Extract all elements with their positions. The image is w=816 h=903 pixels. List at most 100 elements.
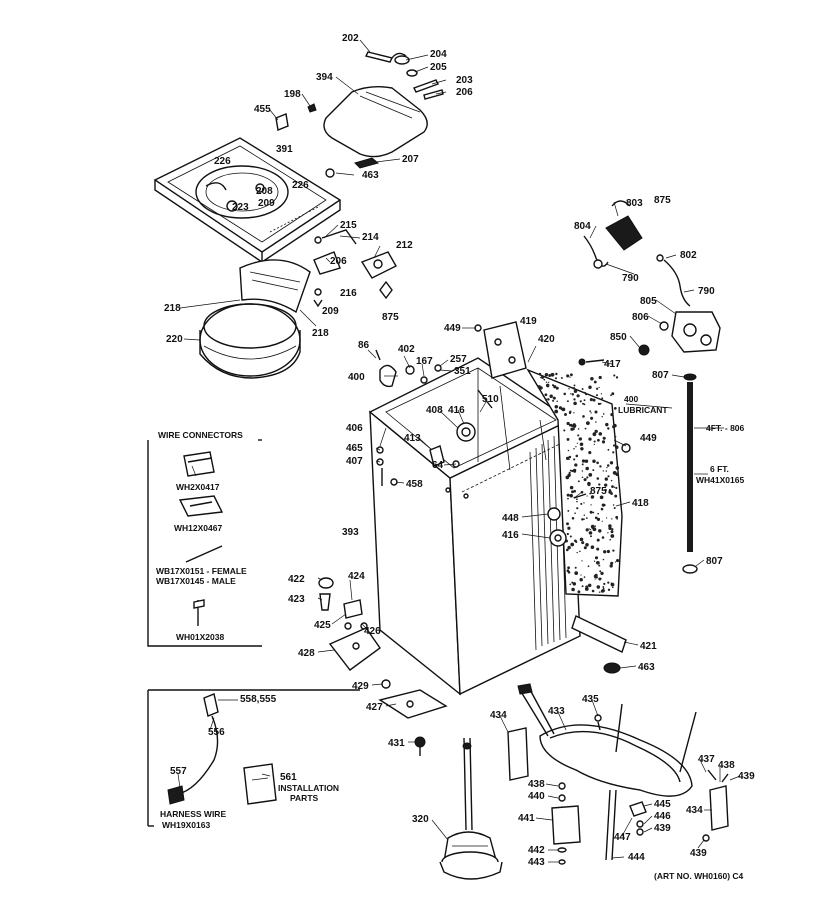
insulation-speck	[611, 528, 614, 531]
insulation-speck	[581, 388, 584, 390]
callout-86: 86	[358, 340, 370, 351]
insulation-speck	[547, 385, 549, 388]
insulation-speck	[554, 409, 559, 414]
insulation-speck	[548, 381, 550, 383]
insulation-speck	[579, 550, 581, 553]
insulation-speck	[572, 423, 576, 427]
lubricant-number: 400	[624, 394, 638, 404]
insulation-speck	[598, 386, 600, 389]
callout-445: 445	[654, 799, 671, 810]
insulation-speck	[613, 506, 616, 510]
callout-413: 413	[404, 433, 421, 444]
callout-64: 64	[432, 460, 444, 471]
callout-206b: 206	[330, 256, 347, 267]
insulation-panel-418	[526, 368, 623, 597]
insulation-speck	[554, 377, 558, 380]
insulation-speck	[564, 413, 567, 416]
insulation-speck	[538, 372, 542, 376]
cabinet-hardware	[375, 349, 631, 486]
insulation-speck	[581, 518, 584, 521]
lid-small-parts	[275, 103, 380, 178]
callout-220: 220	[166, 334, 183, 345]
insulation-speck	[614, 561, 617, 563]
insulation-speck	[584, 427, 587, 430]
insulation-speck	[614, 436, 617, 438]
insulation-speck	[566, 421, 570, 426]
insulation-speck	[581, 459, 586, 463]
insulation-speck	[589, 398, 593, 402]
insulation-speck	[608, 524, 612, 528]
insulation-speck	[610, 413, 614, 417]
insulation-speck	[544, 398, 548, 401]
insulation-speck	[596, 547, 600, 551]
insulation-speck	[589, 528, 592, 531]
callout-802: 802	[680, 250, 697, 261]
insulation-speck	[599, 495, 604, 500]
insulation-speck	[615, 486, 618, 490]
callout-425: 425	[314, 620, 331, 631]
callout-443: 443	[528, 857, 545, 868]
callout-438: 438	[718, 760, 735, 771]
insulation-speck	[602, 587, 605, 590]
insulation-speck	[582, 415, 585, 418]
insulation-speck	[598, 483, 601, 486]
insulation-speck	[597, 519, 599, 521]
insulation-speck	[571, 517, 575, 520]
insulation-speck	[610, 582, 615, 587]
insulation-speck	[573, 448, 575, 450]
insulation-speck	[594, 578, 596, 580]
insulation-speck	[593, 560, 596, 562]
insulation-speck	[583, 518, 585, 521]
insulation-speck	[601, 416, 603, 418]
insulation-speck	[590, 504, 592, 506]
parts-label: PARTS	[290, 793, 319, 803]
insulation-speck	[566, 493, 570, 497]
callout-805: 805	[640, 296, 657, 307]
insulation-speck	[560, 377, 563, 379]
insulation-speck	[581, 560, 583, 562]
insulation-speck	[583, 399, 586, 402]
callout-463: 463	[362, 170, 379, 181]
callout-556: 556	[208, 727, 225, 738]
callout-790: 790	[622, 273, 639, 284]
callout-434b: 434	[686, 805, 703, 816]
bolt-431	[414, 736, 426, 756]
callout-875: 875	[382, 312, 399, 323]
harness-inset	[147, 689, 360, 827]
callout-226b: 226	[292, 180, 309, 191]
connector-male: WB17X0145 - MALE	[156, 576, 236, 586]
insulation-speck	[585, 543, 589, 547]
insulation-speck	[569, 583, 572, 586]
insulation-speck	[613, 407, 617, 410]
insulation-speck	[553, 385, 557, 389]
insulation-speck	[613, 423, 617, 428]
callout-407: 407	[346, 456, 363, 467]
tub-ring-220	[199, 303, 301, 379]
insulation-speck	[583, 391, 586, 394]
insulation-speck	[574, 571, 579, 575]
insulation-speck	[586, 476, 589, 479]
insulation-speck	[601, 520, 603, 522]
callout-351: 351	[454, 366, 471, 377]
callout-439b: 439	[654, 823, 671, 834]
insulation-speck	[574, 566, 577, 569]
callout-208: 208	[256, 186, 273, 197]
insulation-speck	[585, 517, 588, 519]
callout-437: 437	[698, 754, 715, 765]
callout-426: 426	[364, 626, 381, 637]
insulation-speck	[614, 494, 618, 498]
tub-cover-218	[239, 259, 311, 314]
insulation-speck	[607, 475, 610, 478]
callout-807: 807	[652, 370, 669, 381]
insulation-speck	[576, 551, 578, 554]
callout-420: 420	[538, 334, 555, 345]
callout-438b: 438	[528, 779, 545, 790]
callout-429: 429	[352, 681, 369, 692]
insulation-speck	[576, 500, 578, 503]
insulation-speck	[567, 566, 570, 570]
insulation-speck	[589, 492, 592, 495]
callout-458: 458	[406, 479, 423, 490]
insulation-speck	[611, 392, 615, 396]
callout-442: 442	[528, 845, 545, 856]
